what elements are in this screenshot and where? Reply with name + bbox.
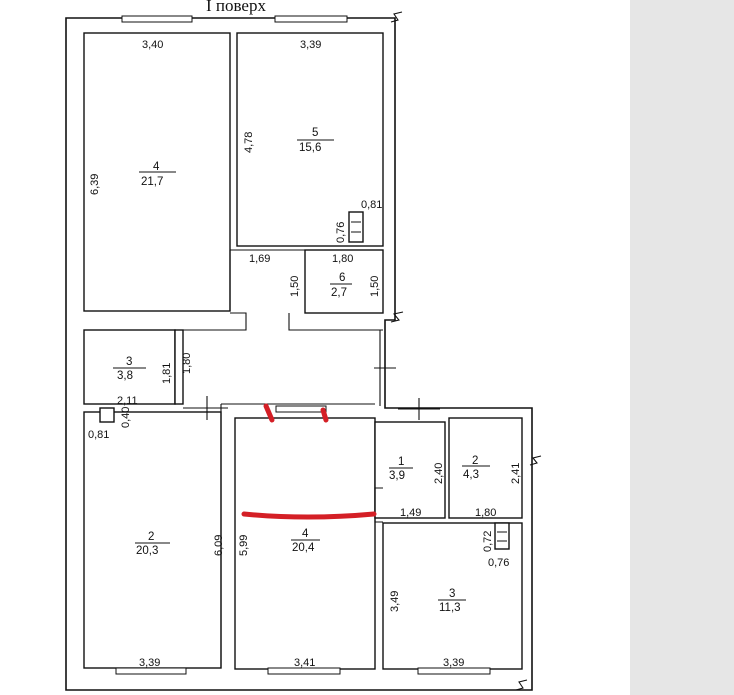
dim-label: 6,39 <box>89 174 101 195</box>
window-bottom-mid <box>267 667 341 675</box>
dim-label: 3,39 <box>443 657 464 669</box>
dim-label: 6,09 <box>213 535 225 556</box>
dim-label: 3,40 <box>142 39 163 51</box>
duct-top-lines <box>351 221 361 233</box>
duct-left <box>99 407 115 423</box>
room-area: 20,4 <box>292 542 315 554</box>
dim-label: 2,11 <box>117 395 138 407</box>
room-area: 15,6 <box>299 142 321 154</box>
break-marks <box>390 11 542 691</box>
room-area: 11,3 <box>439 602 461 614</box>
dim-label: 4,78 <box>243 132 255 153</box>
red-marker-door-right <box>320 407 329 423</box>
dim-label: 0,76 <box>488 557 509 569</box>
door-leaf-red-gap <box>275 405 327 413</box>
dim-label: 3,41 <box>294 657 315 669</box>
room-area: 3,9 <box>389 470 405 482</box>
dim-label: 3,39 <box>300 39 321 51</box>
window-bottom-right <box>417 667 491 675</box>
red-marker-line <box>241 511 377 520</box>
room-number: 2 <box>148 531 154 543</box>
dim-label: 2,40 <box>433 463 445 484</box>
corridor-walls <box>84 249 383 331</box>
dim-label: 3,49 <box>389 591 401 612</box>
room-area: 3,8 <box>117 370 133 382</box>
room-number: 5 <box>312 127 318 139</box>
dim-label: 1,80 <box>475 507 496 519</box>
dim-label: 5,99 <box>238 535 250 556</box>
duct-top <box>348 211 364 243</box>
window-top-left <box>121 15 193 23</box>
dim-label: 2,41 <box>510 463 522 484</box>
dim-label: 1,80 <box>181 353 193 374</box>
dim-label: 3,39 <box>139 657 160 669</box>
room-area: 4,3 <box>463 469 479 481</box>
dim-label: 1,49 <box>400 507 421 519</box>
window-top-right <box>274 15 348 23</box>
room-6-outline <box>304 249 384 314</box>
room-number: 3 <box>449 588 455 600</box>
dim-label: 1,50 <box>289 276 301 297</box>
dim-label: 0,76 <box>335 222 347 243</box>
dim-label: 1,81 <box>161 363 173 384</box>
room-number: 1 <box>398 456 404 468</box>
room-4b-outline <box>234 417 376 670</box>
room-2b-outline <box>448 417 523 519</box>
duct-right-lines <box>497 531 507 542</box>
room-number: 6 <box>339 272 345 284</box>
room-area: 20,3 <box>136 545 158 557</box>
room-1-outline <box>374 421 446 519</box>
room-number: 4 <box>153 161 160 173</box>
floor-title: I поверх <box>206 0 266 15</box>
red-marker-door-left <box>263 403 275 423</box>
dim-label: 0,72 <box>482 531 494 552</box>
dim-label: 1,69 <box>249 253 270 265</box>
dim-label: 1,50 <box>369 276 381 297</box>
room-area: 2,7 <box>331 287 347 299</box>
inner-partitions <box>220 403 383 668</box>
duct-right <box>494 522 510 550</box>
room-number: 2 <box>472 455 478 467</box>
room-area: 21,7 <box>141 176 163 188</box>
margin-strip <box>630 0 734 695</box>
window-bottom-left <box>115 667 187 675</box>
room-3-small-divider <box>174 329 184 405</box>
room-3-small-outline <box>83 329 176 405</box>
room-number: 4 <box>302 528 309 540</box>
dim-label: 0,40 <box>120 407 132 428</box>
dim-label: 0,81 <box>88 429 109 441</box>
dim-label: 0,81 <box>361 199 382 211</box>
dim-label: 1,80 <box>332 253 353 265</box>
area-fraction-lines <box>113 139 490 601</box>
room-number: 3 <box>126 356 132 368</box>
door-marks <box>183 330 440 420</box>
